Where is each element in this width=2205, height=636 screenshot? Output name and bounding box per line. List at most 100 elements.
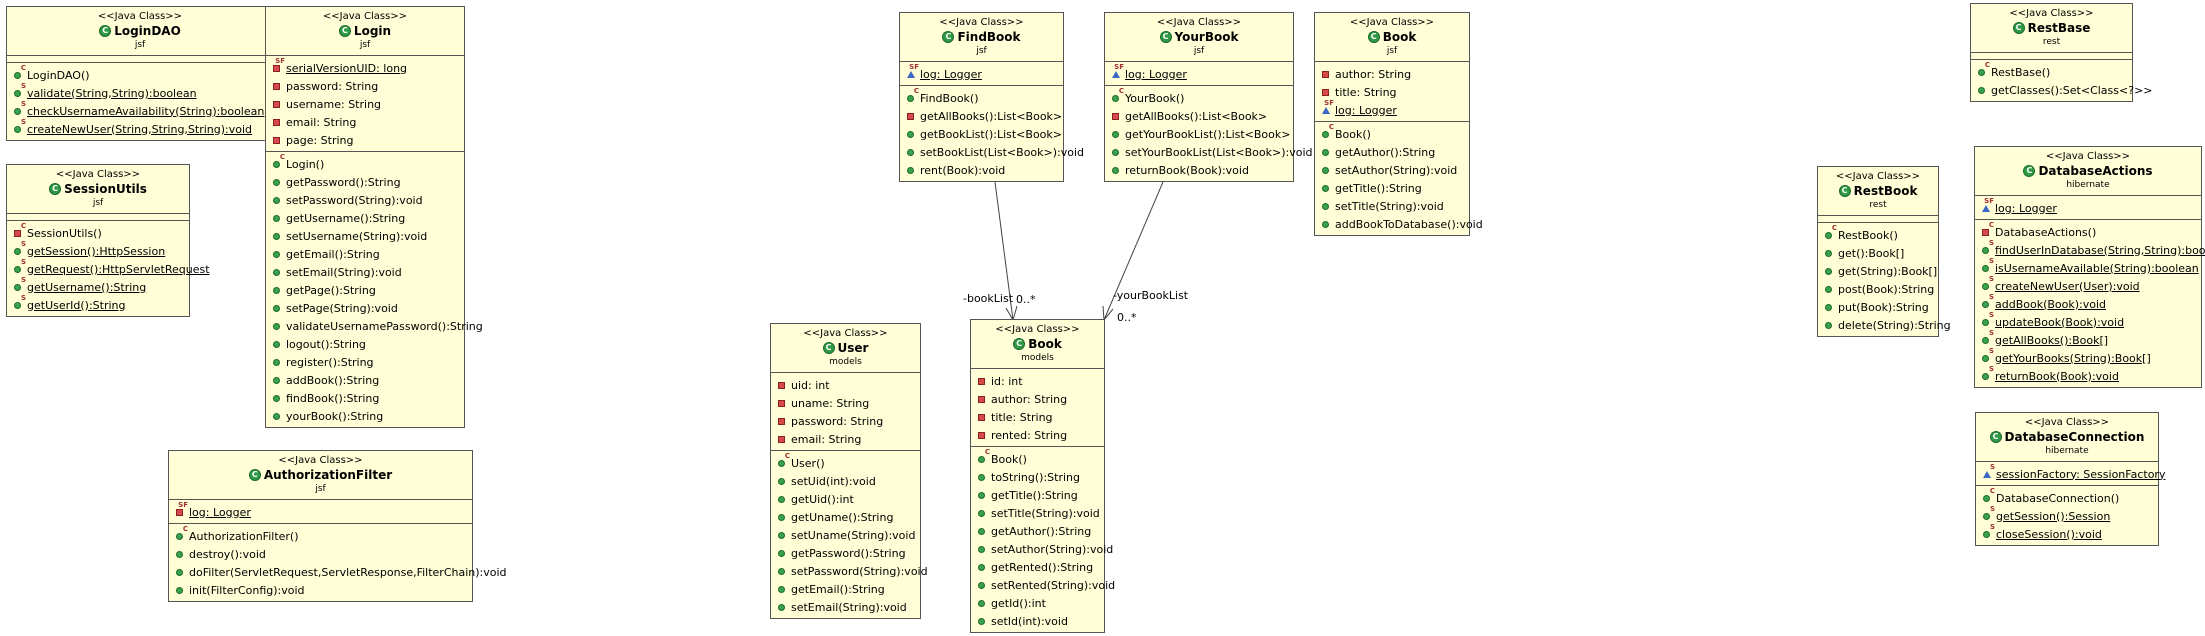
operation-row[interactable]: setUsername(String):void <box>266 227 464 245</box>
attribute-row[interactable]: uname: String <box>771 394 920 412</box>
operation-row[interactable]: get():Book[] <box>1818 244 1938 262</box>
operation-row[interactable]: getYourBookList():List<Book> <box>1105 125 1293 143</box>
operation-row[interactable]: getTitle():String <box>971 486 1104 504</box>
attribute-row[interactable]: email: String <box>771 430 920 448</box>
attribute-row[interactable]: uid: int <box>771 376 920 394</box>
operation-row[interactable]: doFilter(ServletRequest,ServletResponse,… <box>169 563 507 581</box>
operation-row[interactable]: setAuthor(String):void <box>1315 161 1469 179</box>
operation-row[interactable]: init(FilterConfig):void <box>169 581 472 599</box>
operation-row[interactable]: setPassword(String):void <box>771 562 928 580</box>
attribute-row[interactable]: author: String <box>971 390 1104 408</box>
attribute-row[interactable]: rented: String <box>971 426 1104 444</box>
operation-row[interactable]: setPage(String):void <box>266 299 464 317</box>
operation-row[interactable]: addBook():String <box>266 371 464 389</box>
attribute-row[interactable]: password: String <box>771 412 920 430</box>
operation-row[interactable]: getId():int <box>971 594 1104 612</box>
operation-row[interactable]: getBookList():List<Book> <box>900 125 1063 143</box>
operation-row[interactable]: setTitle(String):void <box>971 504 1104 522</box>
operation-row[interactable]: getUsername():String <box>266 209 464 227</box>
operation-row[interactable]: getPassword():String <box>771 544 920 562</box>
operation-row[interactable]: getRented():String <box>971 558 1104 576</box>
operation-row[interactable]: getClasses():Set<Class<?>> <box>1971 81 2153 99</box>
operation-row[interactable]: destroy():void <box>169 545 472 563</box>
operation-row[interactable]: findBook():String <box>266 389 464 407</box>
attribute-row[interactable]: author: String <box>1315 65 1469 83</box>
operation-row[interactable]: getEmail():String <box>771 580 920 598</box>
operation-row[interactable]: logout():String <box>266 335 464 353</box>
attribute-row[interactable]: id: int <box>971 372 1104 390</box>
attribute-row[interactable]: email: String <box>266 113 464 131</box>
operation-row[interactable]: returnBook(Book):void <box>1105 161 1293 179</box>
operation-row[interactable]: getUid():int <box>771 490 920 508</box>
operation-row[interactable]: setPassword(String):void <box>266 191 464 209</box>
operation-row[interactable]: setUname(String):void <box>771 526 920 544</box>
operation-row[interactable]: post(Book):String <box>1818 280 1938 298</box>
operation-row[interactable]: delete(String):String <box>1818 316 1951 334</box>
operation-row[interactable]: SfindUserInDatabase(String,String):boole… <box>1975 239 2205 259</box>
operation-row[interactable]: yourBook():String <box>266 407 464 425</box>
operation-row[interactable]: addBookToDatabase():void <box>1315 215 1483 233</box>
operation-row[interactable]: rent(Book):void <box>900 161 1063 179</box>
operation-row[interactable]: setYourBookList(List<Book>):void <box>1105 143 1313 161</box>
operation-row[interactable]: toString():String <box>971 468 1104 486</box>
operation-row[interactable]: getUname():String <box>771 508 920 526</box>
operation-row[interactable]: setEmail(String):void <box>266 263 464 281</box>
operation-row[interactable]: getAllBooks():List<Book> <box>1105 107 1293 125</box>
operation-row[interactable]: setTitle(String):void <box>1315 197 1469 215</box>
attribute-row[interactable]: username: String <box>266 95 464 113</box>
operation-row[interactable]: getAllBooks():List<Book> <box>900 107 1063 125</box>
operation-row[interactable]: getPage():String <box>266 281 464 299</box>
operation-row[interactable]: getPassword():String <box>266 173 464 191</box>
operation-row[interactable]: validateUsernamePassword():String <box>266 317 483 335</box>
attribute-row[interactable]: title: String <box>1315 83 1469 101</box>
attribute-row[interactable]: title: String <box>971 408 1104 426</box>
operation-row[interactable]: setRented(String):void <box>971 576 1115 594</box>
operation-row[interactable]: setUid(int):void <box>771 472 920 490</box>
operation-row[interactable]: setBookList(List<Book>):void <box>900 143 1084 161</box>
attribute-row[interactable]: password: String <box>266 77 464 95</box>
operation-row[interactable]: get(String):Book[] <box>1818 262 1938 280</box>
